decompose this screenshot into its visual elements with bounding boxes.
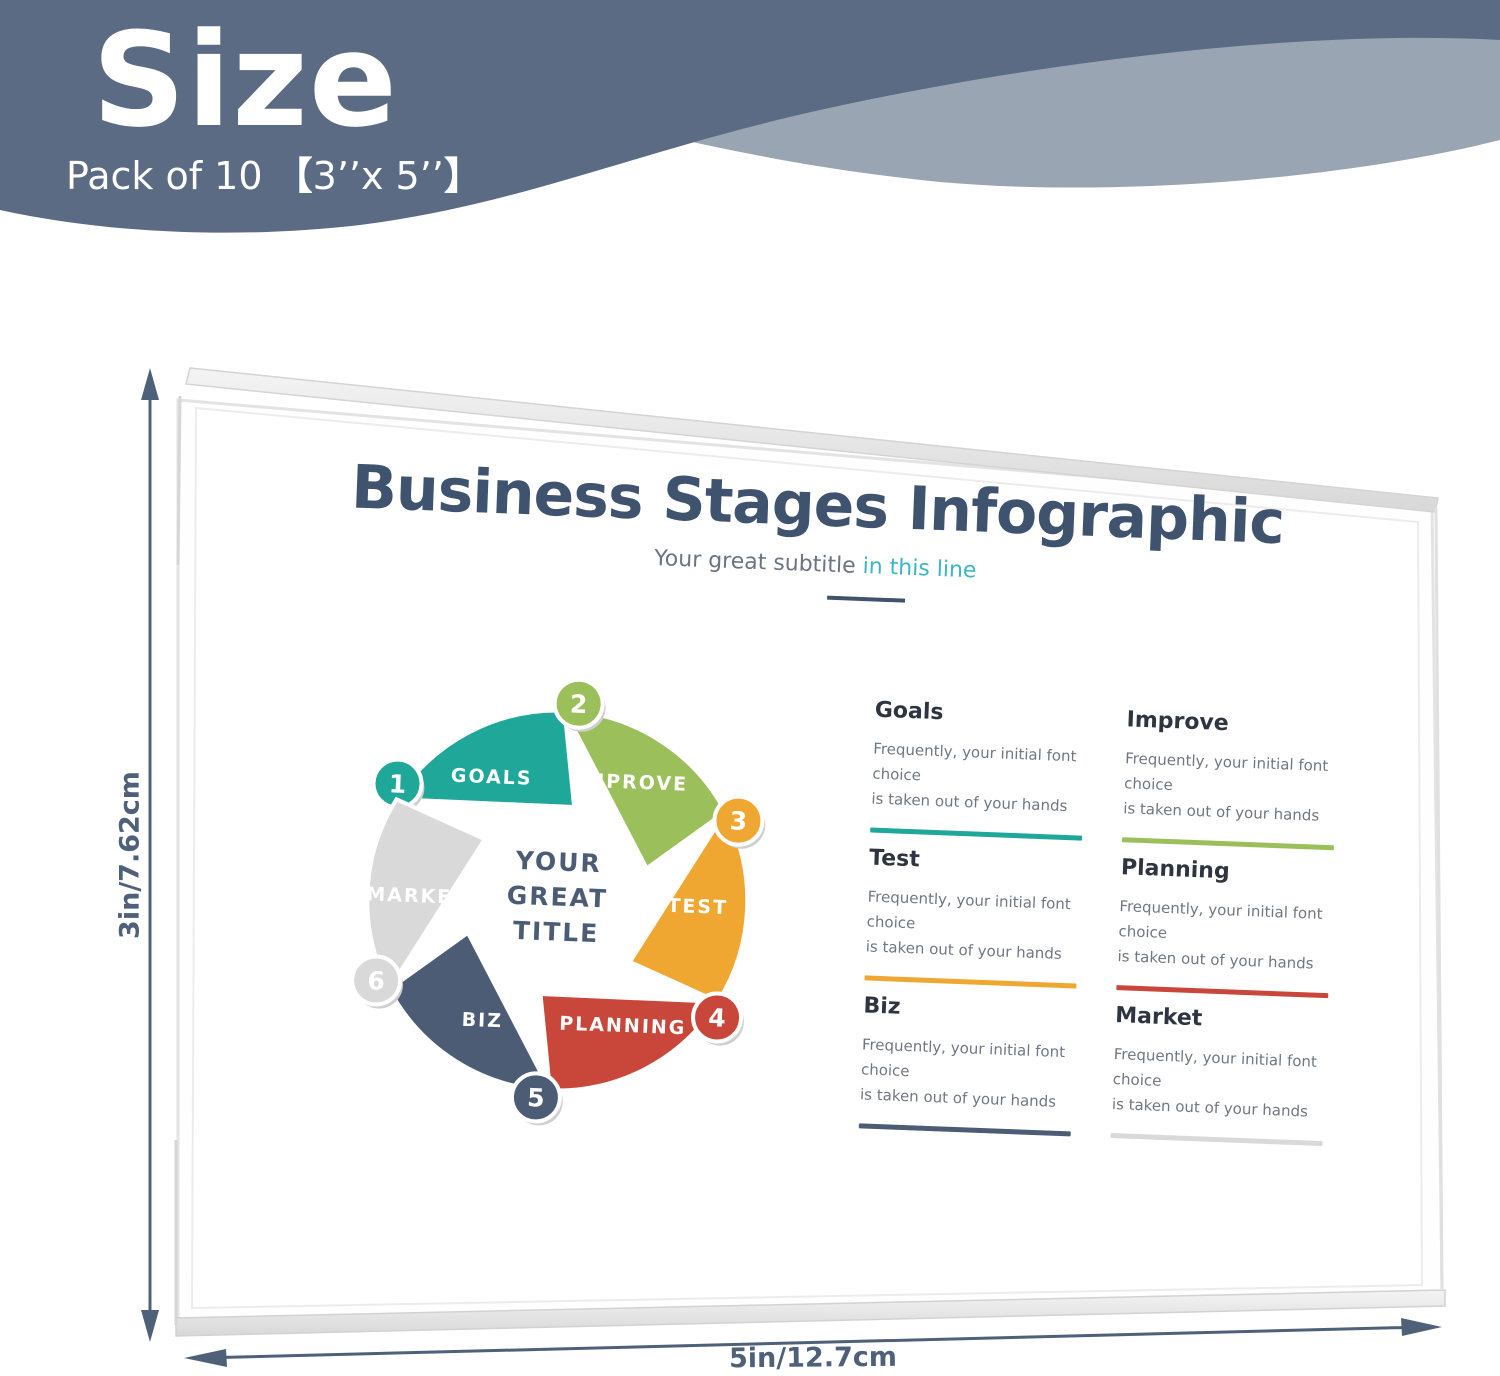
height-dimension-label: 3in/7.62cm — [114, 771, 146, 939]
height-arrow-head-bottom — [141, 1310, 159, 1342]
stage-item-title: Improve — [1126, 707, 1230, 737]
segment-label-test: TEST — [667, 895, 728, 919]
frame-left-edge — [176, 395, 182, 566]
stage-item-title: Test — [868, 845, 921, 873]
stage-item-bar — [1116, 985, 1329, 999]
segment-label-improve: IMPROVE — [576, 769, 689, 795]
number-badge-5 — [509, 1071, 562, 1124]
title-underline — [827, 595, 906, 603]
stage-item-title: Biz — [863, 993, 902, 1020]
stage-item-bar — [1110, 1132, 1323, 1147]
height-arrow-head-top — [141, 368, 159, 400]
stage-item-bar — [858, 1123, 1071, 1137]
stage-item-desc-line: Frequently, your initial font choice — [1123, 749, 1329, 795]
subtitle-main: Your great subtitle — [653, 546, 864, 580]
stage-item-desc-line: Frequently, your initial font choice — [866, 887, 1072, 933]
frame-bottom-edge — [175, 1289, 1446, 1337]
stage-item-goals: Goals Frequently, your initial font choi… — [870, 698, 1095, 841]
center-title-line-2: GREAT — [506, 881, 608, 914]
stage-item-desc-line: Frequently, your initial font choice — [860, 1035, 1066, 1081]
stage-item-biz: Biz Frequently, your initial font choice… — [858, 993, 1084, 1137]
bracket-open: 【 — [274, 154, 313, 198]
stage-item-title: Planning — [1120, 855, 1231, 885]
stage-item-title: Goals — [874, 697, 944, 726]
pack-size-label: Pack of 10 【3’’x 5’’】 — [66, 145, 482, 200]
number-badge-label-1: 1 — [388, 769, 407, 799]
stage-descriptions: Goals Frequently, your initial font choi… — [858, 698, 1345, 1147]
bracket-close: 】 — [443, 154, 482, 198]
banner-dark-wave — [0, 0, 1500, 233]
stage-item-bar — [864, 975, 1077, 989]
stage-item-market: Market Frequently, your initial font cho… — [1110, 1003, 1336, 1147]
stage-item-planning: Planning Frequently, your initial font c… — [1116, 855, 1341, 999]
banner-title: Size — [92, 4, 399, 156]
center-title-line-1: YOUR — [514, 846, 602, 878]
segment-label-goals: GOALS — [450, 765, 533, 790]
size-value: 3’’x 5’’ — [312, 154, 444, 198]
stage-item-bar — [870, 827, 1083, 841]
number-badge-label-6: 6 — [367, 966, 386, 996]
segment-label-biz: BIZ — [461, 1009, 503, 1033]
stage-item-desc-line: Frequently, your initial font choice — [1112, 1045, 1318, 1090]
number-badge-6 — [350, 954, 403, 1007]
header-banner — [0, 0, 1500, 233]
number-badge-label-4: 4 — [708, 1003, 727, 1033]
number-badge-3 — [712, 794, 765, 847]
number-badge-2 — [552, 677, 605, 730]
subtitle-accent: in this line — [862, 554, 977, 584]
stage-item-test: Test Frequently, your initial font choic… — [864, 845, 1089, 989]
stage-item-desc-line: Frequently, your initial font choice — [872, 739, 1077, 785]
width-arrow-head-right — [1401, 1318, 1442, 1336]
width-dimension-label: 5in/12.7cm — [728, 1341, 898, 1375]
infographic-card: Business Stages Infographic Your great s… — [225, 419, 1384, 1252]
center-title: YOUR GREAT TITLE — [506, 846, 608, 948]
frame-right-edge — [1434, 507, 1444, 1291]
segment-label-market: MARKET — [366, 883, 468, 909]
width-arrow-line — [199, 1325, 1426, 1360]
stage-item-bar — [1121, 837, 1334, 851]
segment-label-planning: PLANNING — [559, 1012, 687, 1039]
stage-item-title: Market — [1114, 1003, 1203, 1032]
segment-planning — [538, 991, 722, 1093]
number-badge-4 — [691, 991, 744, 1044]
pack-count: Pack of 10 — [66, 154, 275, 198]
stage-item-desc-line: Frequently, your initial font choice — [1118, 897, 1323, 942]
stage-item-improve: Improve Frequently, your initial font ch… — [1121, 707, 1347, 851]
center-title-line-3: TITLE — [512, 916, 599, 948]
number-badge-label-5: 5 — [527, 1083, 546, 1113]
number-badge-label-2: 2 — [569, 689, 588, 719]
width-arrow-head-left — [184, 1349, 227, 1367]
number-badge-label-3: 3 — [729, 806, 748, 836]
